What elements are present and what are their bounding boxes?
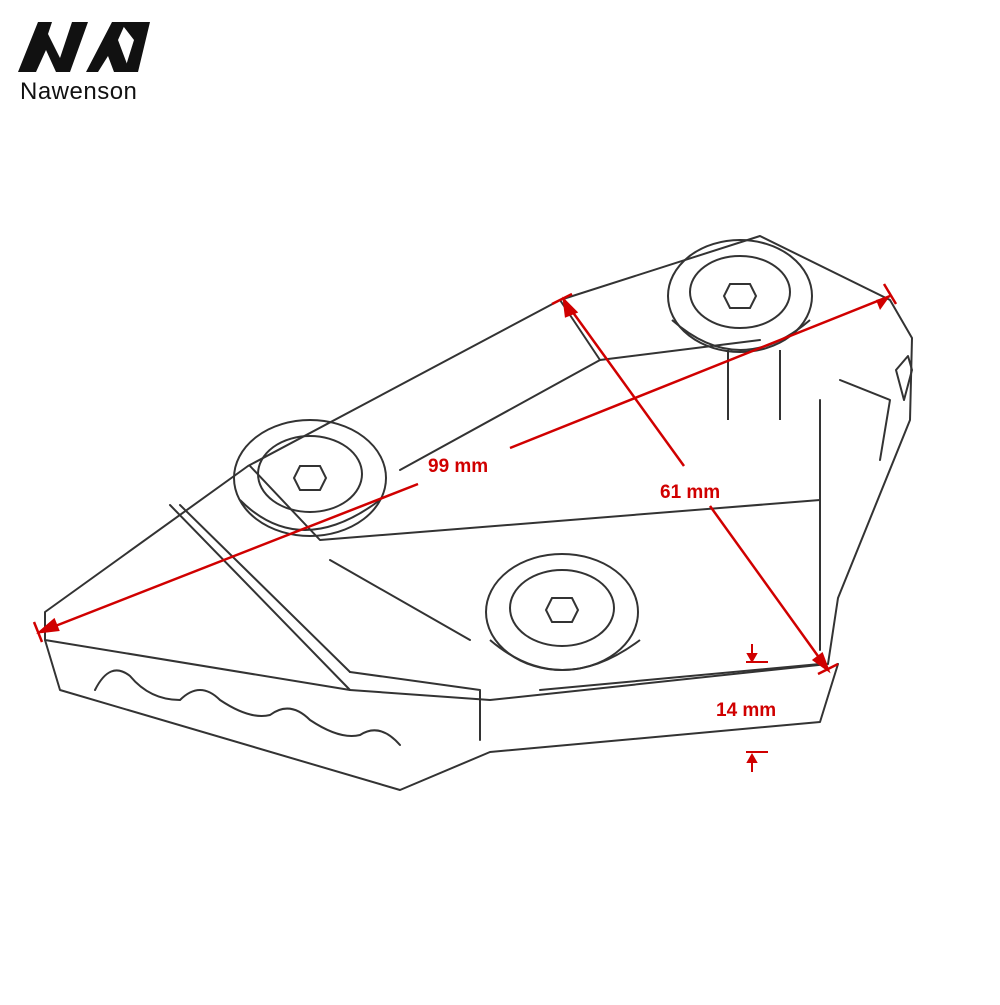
stand-plate-drawing [44,235,913,791]
bolt-3 [485,553,641,671]
dimension-width-label: 61 mm [660,482,720,503]
plate-front-edge [44,639,839,791]
dimension-width [551,292,839,676]
brand-name: Nawenson [20,78,138,105]
plate-teeth [94,669,401,746]
dimension-height [746,644,768,772]
bolt-2 [667,239,813,420]
bolt-1 [233,419,387,537]
dimension-length [32,283,898,643]
brand-logo [18,22,150,72]
dimension-length-label: 99 mm [428,456,488,477]
dimension-height-label: 14 mm [716,700,776,721]
